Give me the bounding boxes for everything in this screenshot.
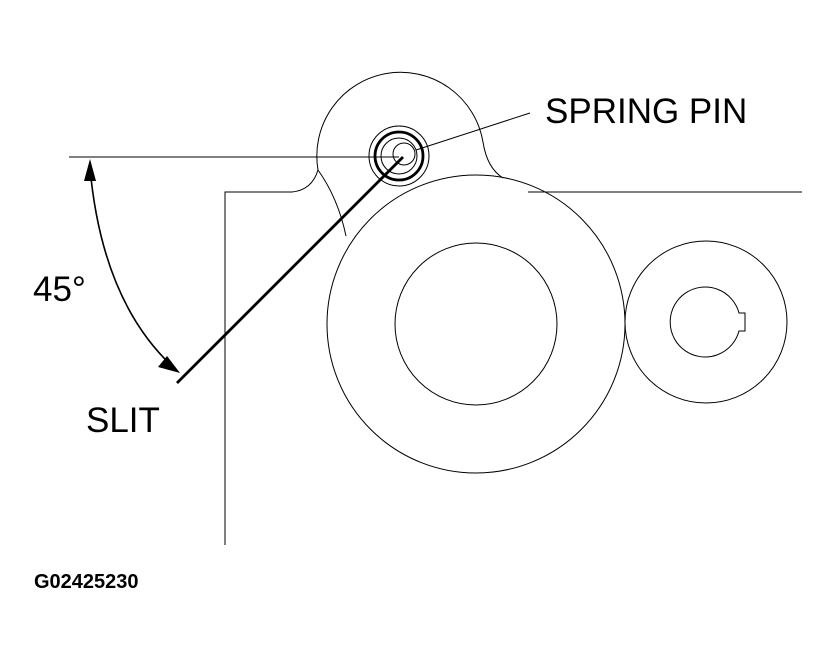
large-gear-bore [394,242,558,406]
figure-id: G02425230 [34,571,139,593]
spring-pin-inner-ring [380,137,418,175]
slit-label: SLIT [86,401,160,440]
spring-pin-outer-ring [368,125,430,187]
pin-boss-lower-arc [317,169,347,237]
spring-pin-body [373,130,425,182]
small-gear-outer [624,240,788,404]
housing-left-edge [224,169,319,545]
large-gear-outer [326,174,626,474]
spring-pin-label: SPRING PIN [545,92,747,131]
spring-pin-hole [392,142,416,166]
angle-dimension-arc [89,167,173,367]
arrowhead-top-icon [84,159,96,181]
slit-line [176,156,404,384]
pin-boss [316,71,504,179]
snap-ring-icon [669,286,746,358]
angle-label: 45° [33,270,86,309]
arrowhead-bottom-icon [158,356,180,373]
spring-pin-leader-line [415,112,531,151]
